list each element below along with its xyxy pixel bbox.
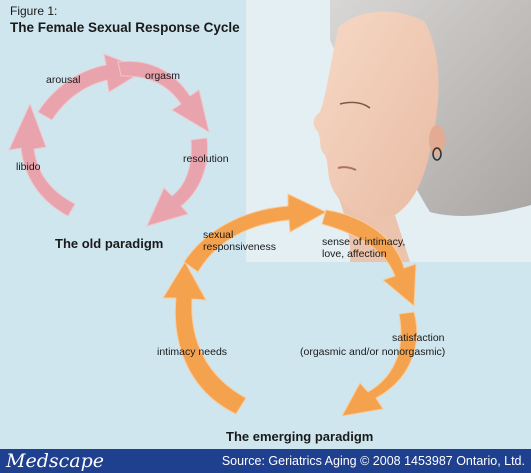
emerging-stage-love: love, affection [322, 248, 387, 260]
emerging-stage-intimacy-needs: intimacy needs [157, 346, 228, 358]
emerging-stage-satisfaction-detail: (orgasmic and/or nonorgasmic) [300, 346, 446, 358]
emerging-arrow-intimacy [321, 209, 417, 308]
emerging-arrow-intimacy-needs [162, 261, 247, 415]
emerging-paradigm-cycle [162, 193, 418, 417]
emerging-stage-sexual: sexual [203, 229, 234, 241]
footer-bar: Medscape Source: Geriatrics Aging © 2008… [0, 449, 531, 473]
emerging-stage-responsiveness: responsiveness [203, 241, 276, 253]
emerging-stage-intimacy: sense of intimacy, [322, 236, 406, 248]
old-arrow-resolution [146, 137, 208, 227]
emerging-arrow-satisfaction [341, 311, 418, 417]
old-paradigm-cycle [8, 53, 210, 227]
old-stage-libido: libido [16, 161, 41, 173]
emerging-paradigm-caption: The emerging paradigm [226, 429, 374, 444]
figure-title: The Female Sexual Response Cycle [10, 20, 240, 35]
old-paradigm-caption: The old paradigm [55, 236, 164, 251]
old-stage-resolution: resolution [183, 153, 229, 165]
medscape-logo[interactable]: Medscape [6, 450, 104, 472]
figure-label: Figure 1: [10, 4, 58, 18]
old-stage-orgasm: orgasm [145, 70, 181, 82]
source-credit: Source: Geriatrics Aging © 2008 1453987 … [221, 454, 525, 468]
old-arrow-libido [8, 102, 76, 217]
diagram-art [8, 0, 531, 417]
old-arrow-orgasm [117, 60, 210, 134]
old-stage-arousal: arousal [46, 74, 81, 86]
emerging-stage-satisfaction: satisfaction [392, 332, 445, 344]
